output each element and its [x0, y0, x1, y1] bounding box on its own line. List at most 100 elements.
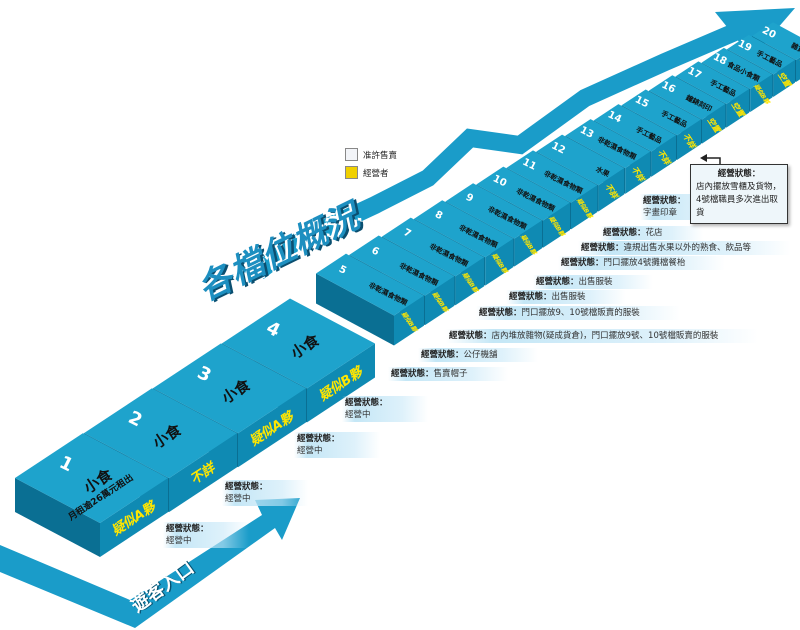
stall-front-face	[651, 135, 676, 177]
callout-arrowhead	[700, 154, 707, 162]
status-text: 出售服裝	[578, 277, 613, 287]
stall-front-face	[702, 104, 726, 144]
stall-top-face	[349, 235, 455, 296]
stall-left-face	[15, 478, 100, 557]
stall-front-face	[238, 388, 306, 468]
rising-arrow	[252, 23, 739, 280]
stall-top-face	[621, 89, 701, 136]
status-label: 經營狀態：	[643, 196, 686, 206]
stall-top-face	[381, 217, 485, 277]
status-text: 售賣帽子	[433, 369, 468, 379]
stall-front-face	[100, 478, 168, 557]
status-text: 經營中	[345, 410, 371, 420]
status-label: 經營狀態：	[561, 258, 604, 268]
stall-front-face	[726, 88, 750, 128]
status-text: 經營中	[225, 494, 251, 504]
stall-top-face	[506, 150, 598, 203]
stall-front-face	[677, 119, 701, 160]
stall-5-status: 經營狀態：售賣帽子	[388, 367, 508, 381]
stall-top-face	[476, 166, 570, 221]
permitted-goods: 雜貨	[790, 41, 800, 55]
stall-front-face	[514, 220, 542, 267]
status-label: 經營狀態：	[509, 292, 552, 302]
stall-top-face	[593, 104, 676, 152]
status-text: 出售服裝	[551, 292, 586, 302]
stall-2-status: 經營狀態： 經營中	[222, 480, 308, 506]
callout-pointer	[704, 157, 721, 164]
stall-7-status: 經營狀態：店內堆放雜物(疑成貨倉)，門口擺放9號、10號檔販賣的服裝	[446, 329, 759, 343]
stall-top-face	[565, 119, 651, 169]
stall-top-face	[414, 200, 514, 258]
legend-swatch-operator	[345, 166, 358, 179]
stall-top-face	[15, 433, 168, 523]
stall-13-status: 經營狀態：花店	[600, 226, 703, 240]
stall-left-face	[316, 273, 394, 346]
stall-front-face	[796, 57, 800, 83]
callout-heading: 經營狀態：	[717, 169, 761, 179]
status-label: 經營狀態：	[345, 398, 388, 408]
stall-front-face	[485, 238, 514, 286]
status-text: 門口擺放4號攤檔餐枱	[603, 258, 686, 268]
legend-swatch-permitted	[345, 148, 358, 161]
stall-3-status: 經營狀態： 經營中	[294, 432, 380, 458]
status-text: 經營中	[297, 446, 323, 456]
stall-number: 7	[402, 227, 413, 240]
legend: 准許售賣 經營者	[345, 148, 397, 184]
stall-front-face	[598, 168, 625, 212]
trend-arrows	[0, 8, 795, 628]
stall-front-face	[773, 60, 795, 97]
stall-front-face	[543, 202, 570, 248]
status-label: 經營狀態：	[391, 369, 434, 379]
stall-number: 5	[337, 264, 348, 277]
status-label: 經營狀態：	[603, 228, 646, 238]
stall-18-status-callout: 經營狀態： 店內擺放雪櫃及貨物，4號檔職員多次進出取貨	[690, 164, 788, 224]
stall-top-face	[445, 183, 542, 239]
stall-front-face	[625, 151, 651, 194]
stall-top-face	[648, 75, 726, 120]
status-text: 花店	[645, 228, 663, 238]
status-label: 經營狀態：	[166, 524, 209, 534]
stall-top-face	[316, 253, 424, 316]
stall-top-face	[536, 134, 625, 186]
stall-front-face	[425, 276, 455, 326]
stall-front-face	[394, 295, 424, 346]
stall-number: 6	[370, 245, 381, 258]
stall-11-status: 經營狀態：門口擺放4號攤檔餐枱	[558, 256, 726, 270]
entrance-arrow	[0, 498, 300, 628]
rising-arrow-head	[715, 8, 795, 58]
stall-8-status: 經營狀態：門口擺放9、10號檔販賣的服裝	[476, 306, 680, 320]
status-text: 店內堆放雜物(疑成貨倉)，門口擺放9號、10號檔販賣的服裝	[491, 331, 719, 341]
status-label: 經營狀態：	[225, 482, 268, 492]
stall-front-face	[169, 433, 237, 513]
stall-top-face	[727, 34, 795, 75]
stall-9-status: 經營狀態：出售服裝	[506, 290, 626, 304]
stall-top-face	[153, 343, 306, 434]
status-label: 經營狀態：	[297, 434, 340, 444]
stall-top-face	[222, 298, 375, 389]
status-label: 經營狀態：	[536, 277, 579, 287]
legend-item-permitted: 准許售賣	[345, 148, 397, 161]
status-text: 公仔機舖	[463, 350, 498, 360]
status-text: 經營中	[166, 536, 192, 546]
legend-item-operator: 經營者	[345, 166, 397, 179]
stall-number: 9	[464, 192, 475, 205]
stall-top-face	[752, 22, 800, 61]
legend-label: 准許售賣	[363, 150, 398, 161]
status-text: 違規出售水果以外的熟食、飲品等	[623, 243, 752, 253]
stall-top-face	[84, 388, 237, 479]
stall-6-status: 經營狀態：公仔機舖	[418, 348, 538, 362]
status-label: 經營狀態：	[449, 331, 492, 341]
stall-4-status: 經營狀態： 經營中	[342, 396, 428, 422]
status-label: 經營狀態：	[581, 243, 624, 253]
stall-10-status: 經營狀態：出售服裝	[533, 275, 653, 289]
callout-text: 店內擺放雪櫃及貨物，4號檔職員多次進出取貨	[696, 182, 782, 218]
stall-top-face	[675, 61, 750, 105]
legend-label: 經營者	[363, 168, 389, 179]
stall-front-face	[307, 343, 375, 423]
status-label: 經營狀態：	[421, 350, 464, 360]
stall-front-face	[571, 185, 598, 230]
